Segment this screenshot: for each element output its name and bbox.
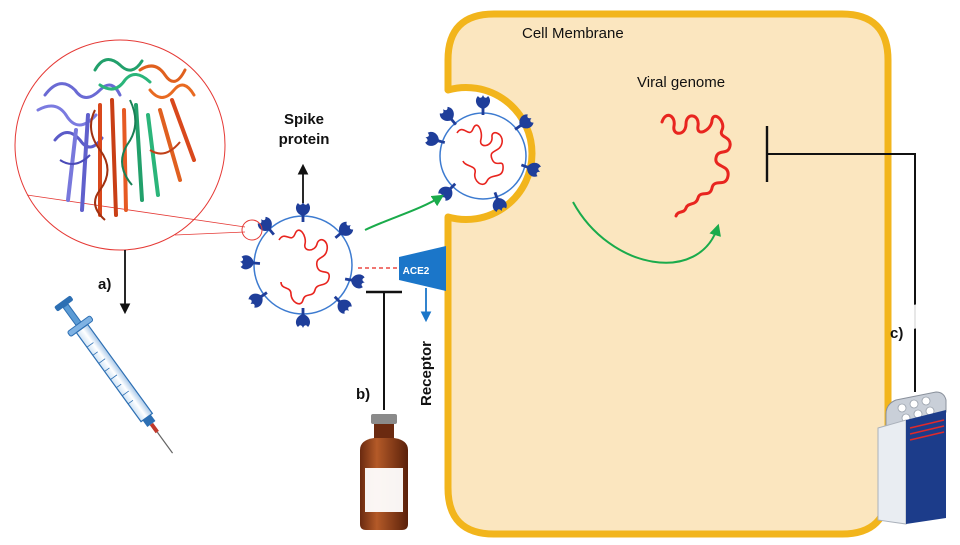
internalized-virus bbox=[423, 95, 543, 214]
spike-protein-label-line1: Spike bbox=[284, 111, 324, 128]
viral-genome-label: Viral genome bbox=[637, 74, 725, 91]
spike-protein-structure bbox=[14, 39, 263, 251]
ace2-label: ACE2 bbox=[403, 266, 430, 277]
label-c: c) bbox=[890, 325, 903, 342]
cell-membrane-label: Cell Membrane bbox=[522, 25, 624, 42]
vial-icon bbox=[360, 414, 408, 530]
label-b: b) bbox=[356, 386, 370, 403]
receptor-label: Receptor bbox=[418, 341, 435, 406]
ace2-receptor: ACE2 bbox=[399, 246, 446, 291]
syringe-icon bbox=[54, 295, 174, 454]
genome-release-arrow bbox=[572, 201, 721, 264]
pill-box-icon bbox=[877, 300, 947, 525]
cell: Cell Membrane Viral genome bbox=[444, 10, 892, 538]
spike-protein-label-line2: protein bbox=[279, 131, 330, 148]
free-virus-rna bbox=[278, 229, 330, 305]
entry-arrow bbox=[364, 194, 445, 231]
free-virus bbox=[239, 202, 367, 328]
label-a: a) bbox=[98, 276, 111, 293]
inhibition-b bbox=[366, 290, 402, 410]
cell-membrane bbox=[444, 10, 892, 538]
internalized-virus-rna bbox=[456, 124, 504, 186]
viral-genome-rna bbox=[660, 113, 732, 218]
